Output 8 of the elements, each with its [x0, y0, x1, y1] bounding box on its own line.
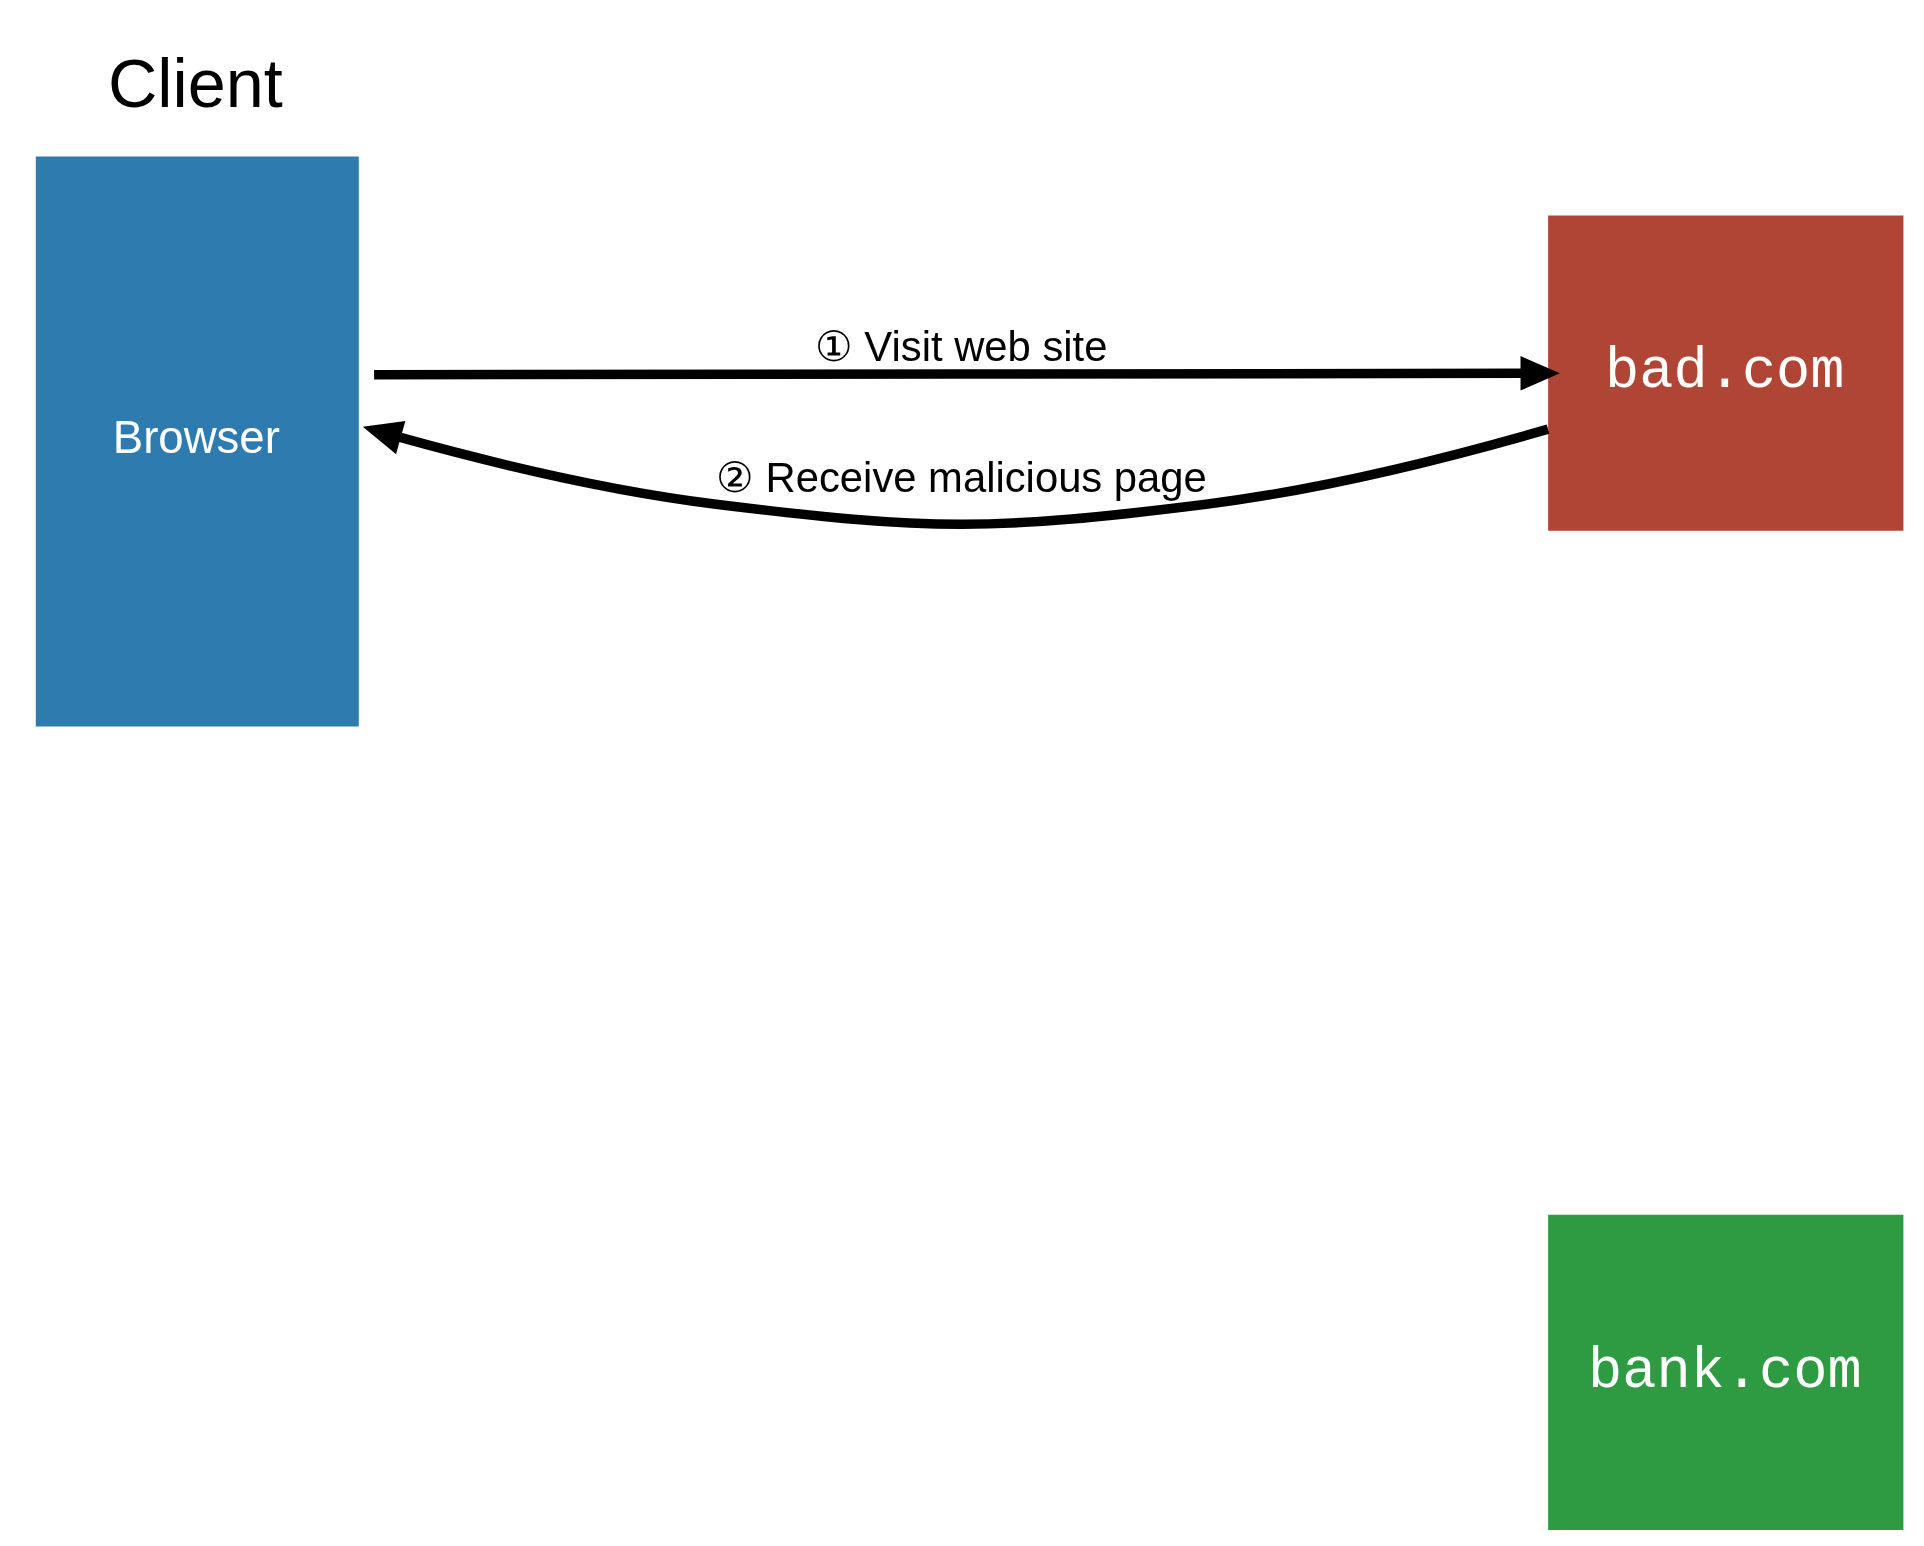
- edge-label: ② Receive malicious page: [715, 454, 1207, 501]
- node-box: bank.com: [1548, 1214, 1904, 1531]
- node-box: bad.com: [1548, 215, 1904, 531]
- node-label: Client: [107, 44, 283, 121]
- arrow: [362, 420, 1550, 529]
- arrow: [374, 356, 1560, 391]
- edge-label: ① Visit web site: [814, 322, 1108, 370]
- node-box: Browser: [35, 156, 359, 727]
